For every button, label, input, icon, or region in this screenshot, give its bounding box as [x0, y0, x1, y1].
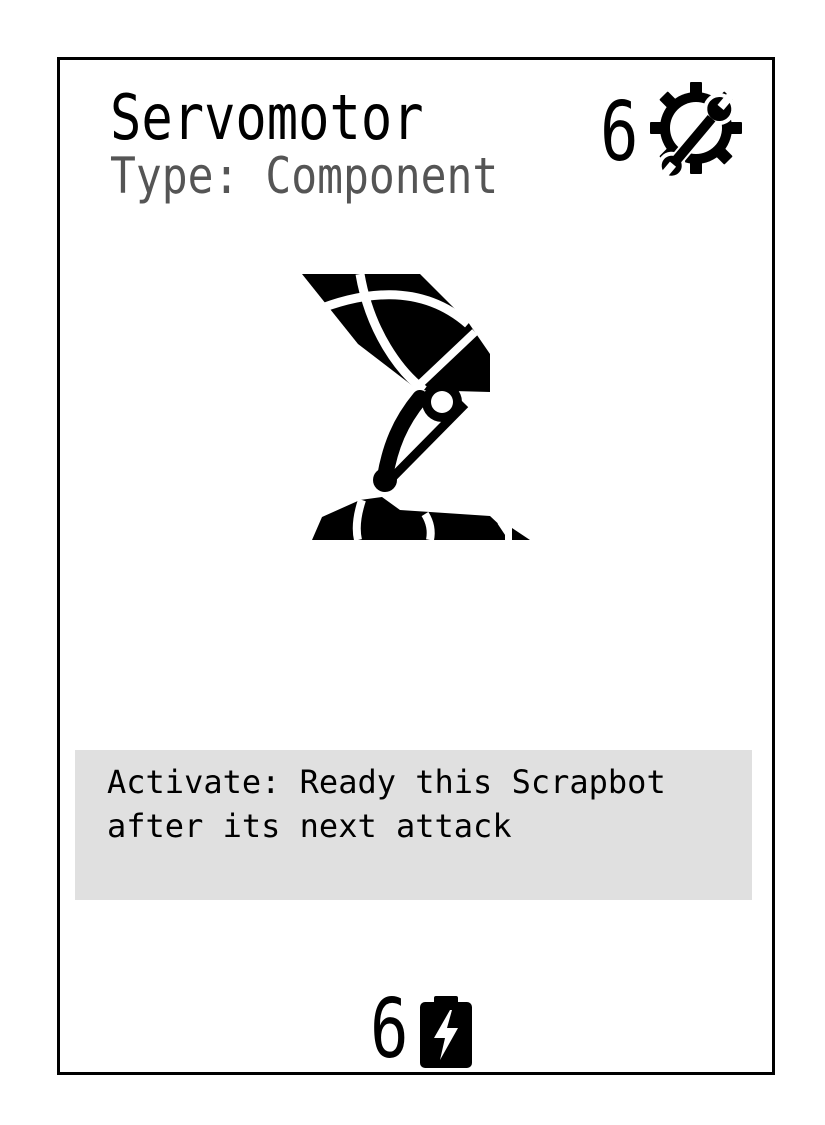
battery-bolt-icon — [420, 996, 472, 1068]
gear-wrench-icon — [650, 82, 742, 181]
card-type-line: Type: Component — [110, 147, 499, 205]
card-title: Servomotor — [110, 81, 424, 154]
card: Servomotor Type: Component 6 — [57, 57, 775, 1075]
robot-leg-icon — [302, 273, 530, 542]
rules-text: Activate: Ready this Scrapbot after its … — [107, 763, 666, 845]
cost-indicator: 6 — [600, 80, 760, 190]
cost-value: 6 — [600, 85, 639, 180]
energy-value: 6 — [370, 982, 409, 1077]
energy-indicator: 6 — [370, 982, 490, 1077]
rules-text-box: Activate: Ready this Scrapbot after its … — [75, 750, 752, 900]
